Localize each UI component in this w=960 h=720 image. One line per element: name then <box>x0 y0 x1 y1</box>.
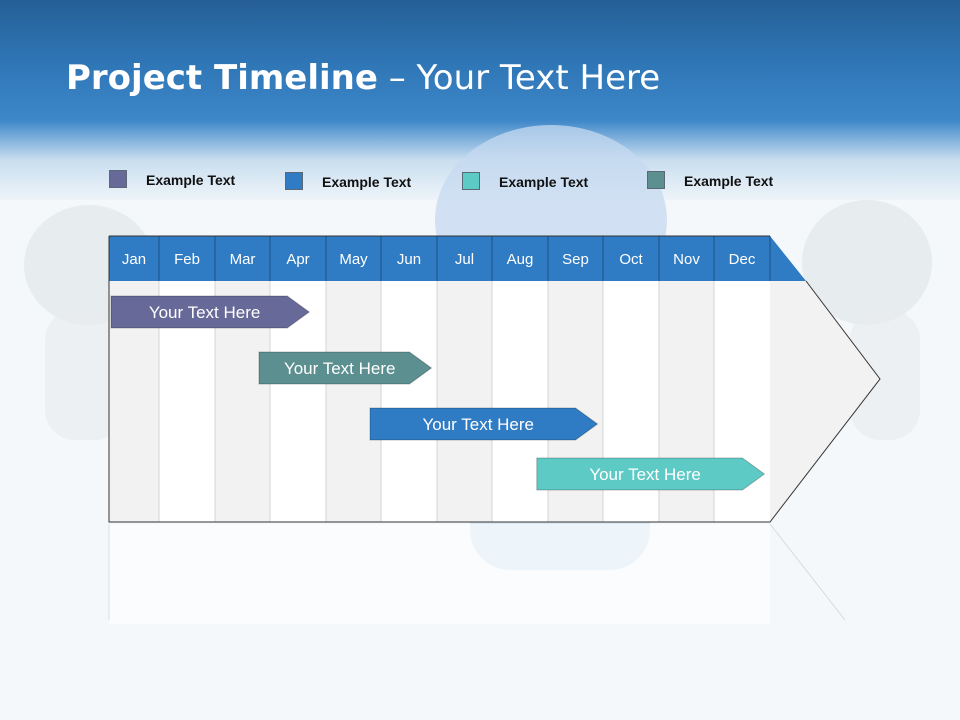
month-label-jan: Jan <box>122 251 146 268</box>
legend-swatch <box>647 171 665 189</box>
month-label-mar: Mar <box>230 251 256 268</box>
page-title: Project Timeline – Your Text Here <box>66 58 660 98</box>
timeline-arrow-body <box>770 281 880 522</box>
reflection-edge-line <box>769 523 846 621</box>
month-label-oct: Oct <box>619 251 643 268</box>
legend-swatch <box>285 172 303 190</box>
task-arrow-1 <box>110 295 311 329</box>
month-label-jul: Jul <box>455 251 474 268</box>
task-arrow-2 <box>258 351 433 385</box>
timeline-outline <box>108 236 881 523</box>
legend-label: Example Text <box>146 172 236 188</box>
month-label-feb: Feb <box>174 251 200 268</box>
month-column <box>326 281 381 522</box>
month-header-bar <box>109 236 806 281</box>
legend-swatch <box>109 170 127 188</box>
task-label-1: Your Text Here <box>149 303 261 322</box>
title-bold: Project Timeline <box>66 58 378 98</box>
month-label-dec: Dec <box>729 251 756 268</box>
task-label-4: Your Text Here <box>589 465 701 484</box>
month-label-sep: Sep <box>562 251 589 268</box>
month-label-apr: Apr <box>286 251 309 268</box>
task-label-2: Your Text Here <box>284 359 396 378</box>
legend-label: Example Text <box>684 173 774 189</box>
month-label-may: May <box>339 251 368 268</box>
month-label-nov: Nov <box>673 251 700 268</box>
month-column <box>381 281 437 522</box>
task-arrow-4 <box>536 457 766 491</box>
task-label-3: Your Text Here <box>422 415 534 434</box>
legend-label: Example Text <box>322 174 412 190</box>
legend-label: Example Text <box>499 174 589 190</box>
month-column <box>437 281 492 522</box>
month-label-jun: Jun <box>397 251 421 268</box>
month-label-aug: Aug <box>507 251 534 268</box>
title-rest: – Your Text Here <box>377 58 661 98</box>
timeline-reflection <box>109 524 770 624</box>
task-arrow-3 <box>369 407 599 441</box>
legend-swatch <box>462 172 480 190</box>
